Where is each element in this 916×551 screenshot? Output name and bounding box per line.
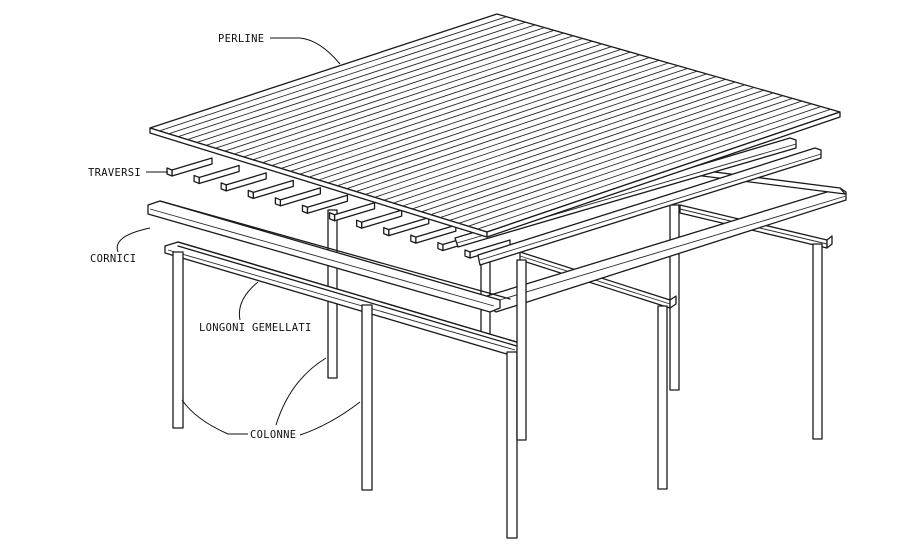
traverso xyxy=(410,224,457,244)
label-traversi: TRAVERSI xyxy=(88,167,168,179)
traverso xyxy=(166,157,213,177)
perline-slat xyxy=(196,27,545,143)
perline-slat xyxy=(449,100,803,221)
traverso xyxy=(274,187,322,207)
perline-slat xyxy=(280,51,631,169)
perline-slat xyxy=(159,16,507,132)
perline-slat xyxy=(365,76,717,195)
perline-slat xyxy=(271,48,622,166)
label-longoni-text: LONGONI GEMELLATI xyxy=(199,322,312,334)
perline-slat xyxy=(411,89,764,210)
column-middle-right xyxy=(516,259,527,441)
perline-slat xyxy=(168,19,517,135)
traverso xyxy=(220,172,267,192)
perline-slat xyxy=(355,73,707,192)
perline-slats xyxy=(159,16,831,230)
perline-slat xyxy=(383,81,736,201)
traverso xyxy=(355,209,403,229)
label-colonne-text: COLONNE xyxy=(250,429,296,441)
perline-slat xyxy=(421,92,774,213)
perline-slat xyxy=(430,95,783,216)
perline-slat xyxy=(402,87,755,207)
label-cornici: CORNICI xyxy=(90,227,151,265)
cornici-frame-front xyxy=(147,200,511,313)
perline-slat xyxy=(477,108,831,230)
perline-slat xyxy=(177,21,526,138)
perline-slat xyxy=(206,29,555,146)
label-traversi-text: TRAVERSI xyxy=(88,167,141,179)
perline-slat xyxy=(299,57,650,175)
perline-slat xyxy=(187,24,536,140)
label-longoni: LONGONI GEMELLATI xyxy=(199,281,312,334)
column-front-left xyxy=(172,251,184,429)
traverso xyxy=(247,179,294,200)
perline-slat xyxy=(346,70,698,190)
perline-slat xyxy=(252,43,602,161)
traverso xyxy=(193,164,240,185)
traverso xyxy=(328,202,376,222)
perline-slat xyxy=(262,46,612,164)
column-front-far-right xyxy=(657,305,668,490)
perline-slat xyxy=(468,106,822,227)
perline-slat xyxy=(224,35,574,152)
perline-slat xyxy=(290,54,641,172)
label-colonne: COLONNE xyxy=(181,357,361,441)
label-cornici-text: CORNICI xyxy=(90,253,136,265)
perline-slat xyxy=(374,78,726,198)
perline-slat xyxy=(327,65,679,184)
upper-beams xyxy=(454,137,822,266)
perline-slat xyxy=(308,59,660,178)
perline-slat xyxy=(215,32,564,149)
column-right-far xyxy=(812,243,823,440)
perline-slat xyxy=(243,40,593,158)
perline-slat xyxy=(458,103,812,224)
perline-slat xyxy=(318,62,669,181)
perline-slat xyxy=(234,38,583,155)
perline-slat xyxy=(393,84,745,204)
column-front-middle xyxy=(361,304,373,491)
label-perline: PERLINE xyxy=(218,33,341,65)
perline-slat xyxy=(440,97,793,218)
perline-slat xyxy=(337,68,688,187)
perline-roof xyxy=(149,13,841,238)
column-front-right xyxy=(506,351,518,539)
label-perline-text: PERLINE xyxy=(218,33,264,45)
columns-front xyxy=(172,251,668,539)
traverso xyxy=(383,216,430,237)
traverso xyxy=(301,194,349,214)
